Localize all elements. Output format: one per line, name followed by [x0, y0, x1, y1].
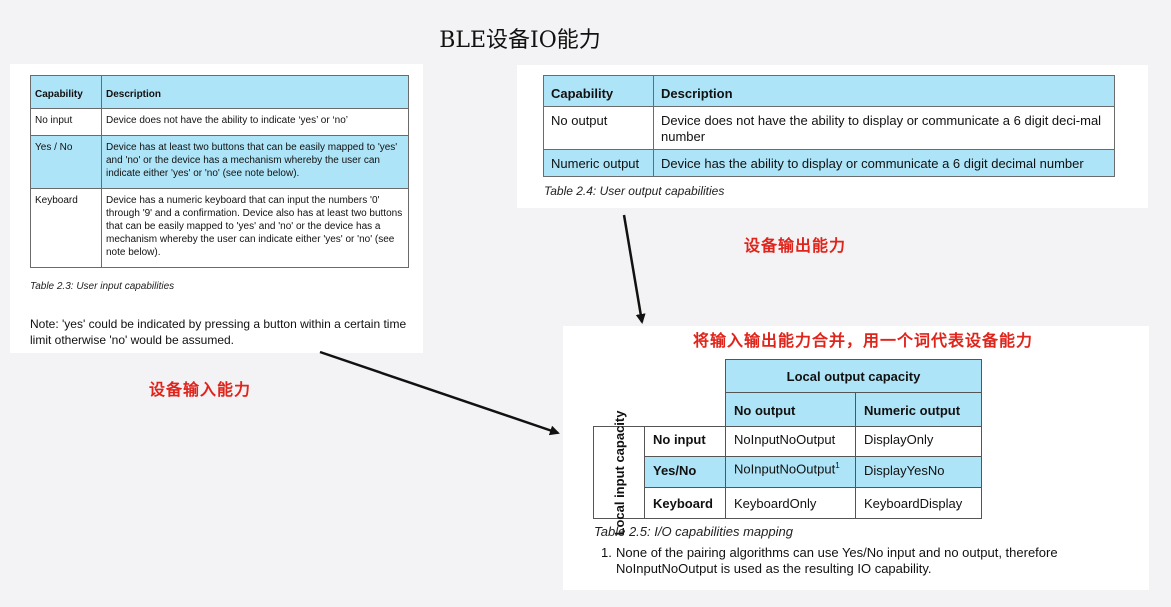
io-mapping-table: Local output capacity No output Numeric … — [593, 359, 982, 535]
mapping-value: NoInputNoOutput — [734, 461, 836, 477]
row-label-yes-no: Yes/No — [644, 456, 726, 488]
capability-cell: Yes / No — [30, 135, 102, 189]
page-title: BLE设备IO能力 — [439, 28, 601, 53]
output-capability-annotation: 设备输出能力 — [744, 238, 847, 255]
table-row: Numeric output Device has the ability to… — [543, 149, 1115, 177]
capability-cell: No input — [30, 108, 102, 136]
col-header-description: Description — [101, 75, 409, 109]
capability-cell: No output — [543, 106, 654, 150]
col-header-description: Description — [653, 75, 1115, 107]
footnote-text: None of the pairing algorithms can use Y… — [616, 545, 1058, 576]
row-label-keyboard: Keyboard — [644, 487, 726, 519]
table-row: No input Device does not have the abilit… — [30, 108, 409, 136]
table-row: Keyboard Device has a numeric keyboard t… — [30, 188, 409, 268]
capability-cell: Keyboard — [30, 188, 102, 268]
arrow-output-to-mapping — [622, 214, 646, 324]
table-row: Yes / No Device has at least two buttons… — [30, 135, 409, 189]
table-row: No output Device does not have the abili… — [543, 106, 1115, 150]
table-caption: Table 2.3: User input capabilities — [30, 281, 175, 292]
footnote-marker: 1 — [835, 461, 840, 470]
description-cell: Device does not have the ability to indi… — [101, 108, 409, 136]
row-label-no-input: No input — [644, 426, 726, 457]
output-capabilities-table: Capability Description No output Device … — [543, 75, 1115, 177]
local-input-label: Local input capacity — [593, 411, 645, 535]
col-header-capability: Capability — [30, 75, 102, 109]
input-capabilities-panel: Capability Description No input Device d… — [10, 64, 423, 353]
local-output-header: Local output capacity — [725, 359, 982, 393]
description-cell: Device does not have the ability to disp… — [653, 106, 1115, 150]
mapping-cell: DisplayOnly — [855, 426, 982, 457]
io-mapping-panel: Local output capacity No output Numeric … — [563, 326, 1149, 590]
capability-cell: Numeric output — [543, 149, 654, 177]
input-capability-annotation: 设备输入能力 — [149, 382, 252, 399]
col-header-numeric-output: Numeric output — [855, 392, 982, 427]
output-capabilities-panel: Capability Description No output Device … — [517, 65, 1148, 208]
description-cell: Device has the ability to display or com… — [653, 149, 1115, 177]
description-cell: Device has at least two buttons that can… — [101, 135, 409, 189]
mapping-cell: KeyboardOnly — [725, 487, 856, 519]
arrow-input-to-mapping — [319, 350, 560, 436]
mapping-cell: NoInputNoOutput1 — [725, 456, 856, 488]
mapping-cell: DisplayYesNo — [855, 456, 982, 488]
row-group-label: Local input capacity — [612, 410, 627, 536]
mapping-cell: KeyboardDisplay — [855, 487, 982, 519]
footnote-number: 1. — [601, 545, 612, 560]
merge-annotation: 将输入输出能力合并，用一个词代表设备能力 — [693, 333, 1034, 350]
table-caption: Table 2.4: User output capabilities — [544, 184, 725, 198]
description-cell: Device has a numeric keyboard that can i… — [101, 188, 409, 268]
col-header-capability: Capability — [543, 75, 654, 107]
note-text: Note: 'yes' could be indicated by pressi… — [30, 317, 407, 347]
mapping-cell: NoInputNoOutput — [725, 426, 856, 457]
table-caption: Table 2.5: I/O capabilities mapping — [594, 524, 793, 539]
col-header-no-output: No output — [725, 392, 856, 427]
input-capabilities-table: Capability Description No input Device d… — [30, 75, 409, 268]
